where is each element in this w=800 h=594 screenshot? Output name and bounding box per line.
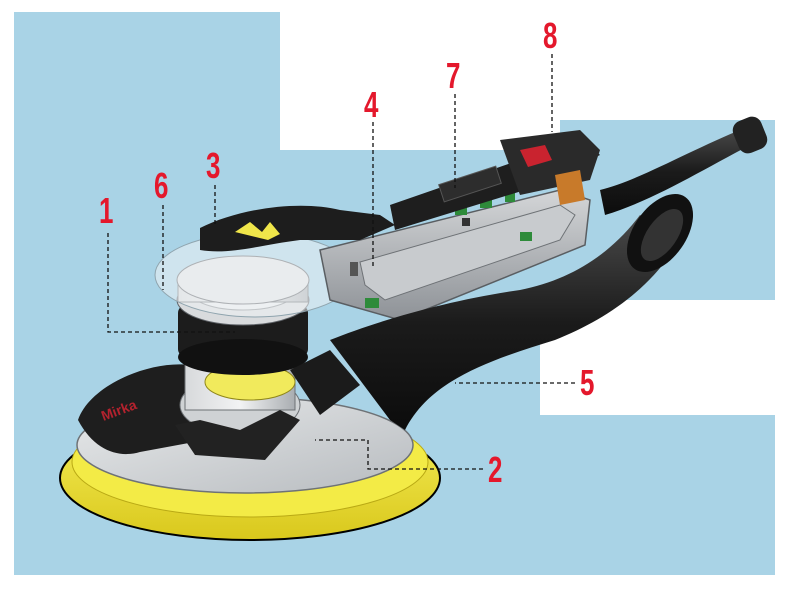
callout-7: 7 xyxy=(446,55,461,96)
hose-opening xyxy=(640,208,684,262)
callout-2: 2 xyxy=(488,449,503,490)
electronic-components xyxy=(350,192,532,308)
leader-lines xyxy=(107,54,575,470)
callout-8: 8 xyxy=(543,15,558,56)
dust-hose xyxy=(330,215,680,430)
dust-shroud xyxy=(78,364,205,455)
callout-3: 3 xyxy=(206,145,221,186)
callout-6: 6 xyxy=(154,165,169,206)
motor-black-bottom xyxy=(178,339,308,375)
power-cord xyxy=(600,128,760,215)
rear-switch-red xyxy=(520,145,552,167)
grip-handle xyxy=(200,205,395,252)
background-cutout xyxy=(540,300,775,415)
cooling-fins xyxy=(175,410,300,460)
leader-1 xyxy=(107,233,235,333)
hose-bracket xyxy=(290,350,360,415)
switch-module xyxy=(438,165,502,203)
cord-end xyxy=(732,116,768,154)
leader-2 xyxy=(315,439,483,470)
callout-4: 4 xyxy=(364,84,379,125)
callout-1: 1 xyxy=(99,190,114,231)
rear-connector xyxy=(555,170,585,205)
grip-logo xyxy=(235,222,280,240)
callout-5: 5 xyxy=(580,362,595,403)
